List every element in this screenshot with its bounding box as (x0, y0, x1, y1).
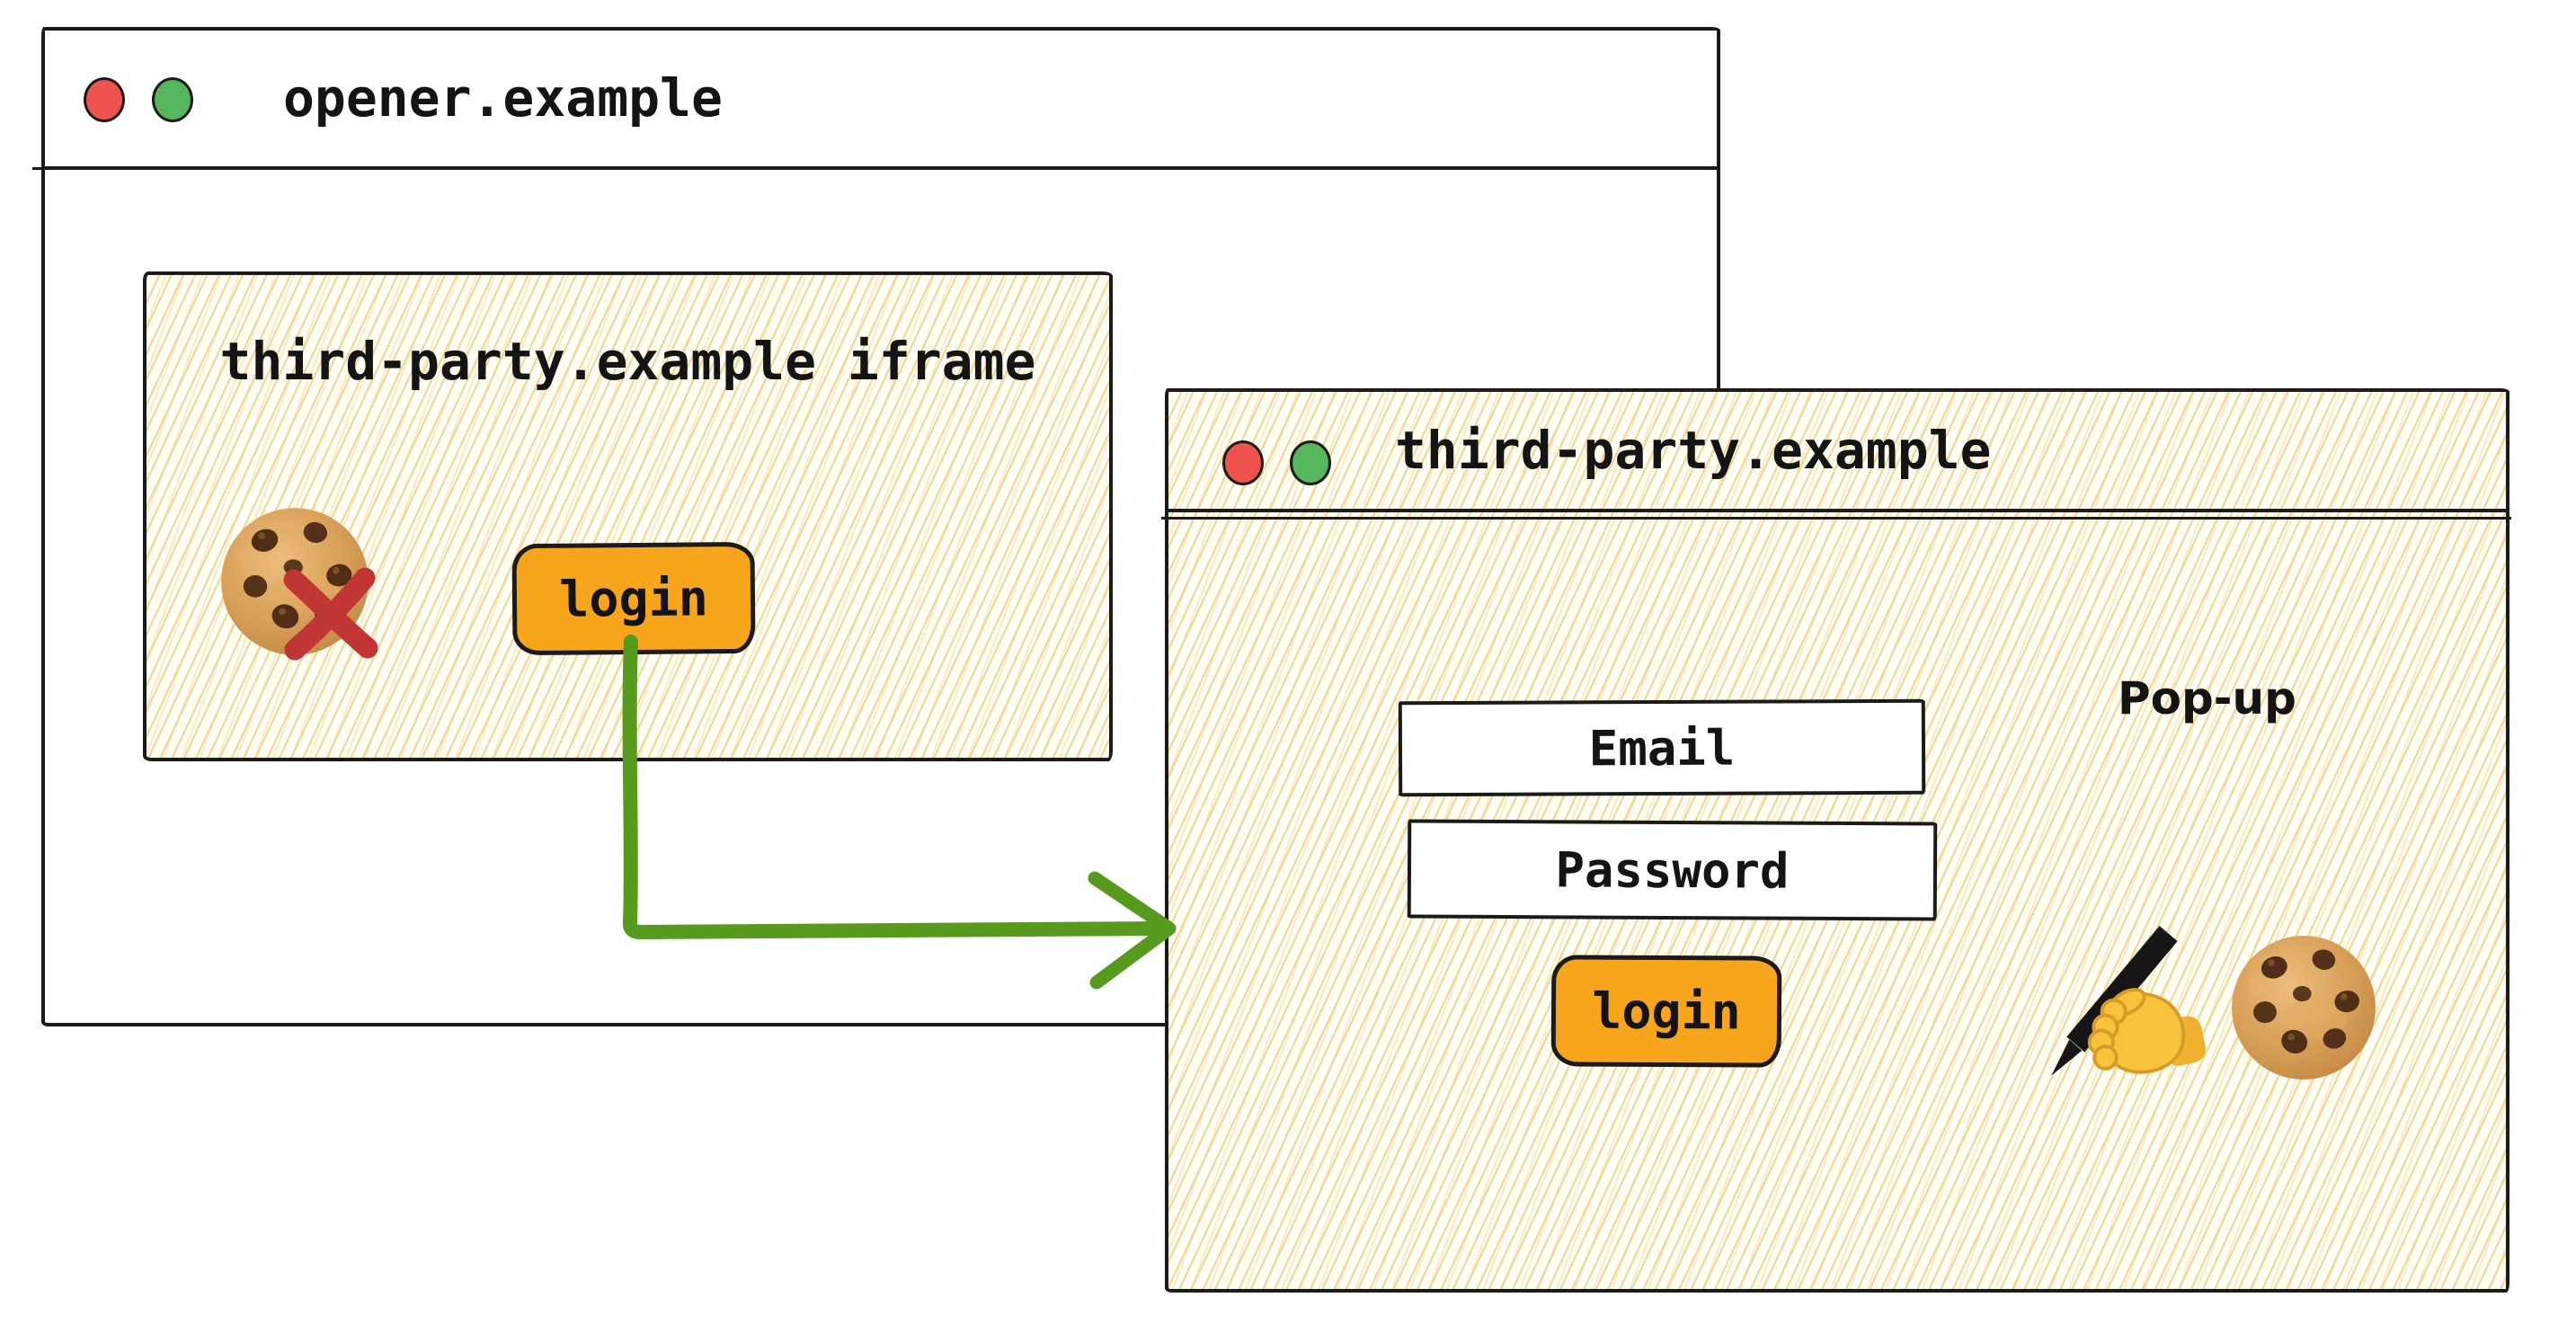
writing-hand-icon (2051, 926, 2206, 1076)
iframe-login-button[interactable]: login (511, 541, 756, 656)
opener-window-title: opener.example (283, 67, 723, 129)
opener-titlebar: opener.example (32, 31, 1717, 170)
maximize-button-icon[interactable] (1290, 440, 1331, 485)
popup-titlebar: third-party.example (1161, 392, 2511, 520)
popup-login-button[interactable]: login (1550, 955, 1782, 1068)
popup-window: third-party.example Pop-up login (1161, 388, 2511, 1293)
close-button-icon[interactable] (1222, 440, 1264, 485)
sketch-line-stub (32, 167, 50, 170)
popup-window-title: third-party.example (1395, 420, 1992, 481)
password-field[interactable] (1407, 819, 1938, 921)
cookie-icon (2232, 936, 2376, 1080)
iframe-label: third-party.example iframe (219, 331, 1036, 392)
blocked-cross-icon (283, 567, 378, 661)
close-button-icon[interactable] (84, 77, 125, 122)
third-party-iframe: third-party.example iframe login (143, 271, 1113, 761)
maximize-button-icon[interactable] (152, 77, 193, 122)
email-field[interactable] (1398, 698, 1926, 797)
popup-annotation: Pop-up (2118, 672, 2296, 724)
